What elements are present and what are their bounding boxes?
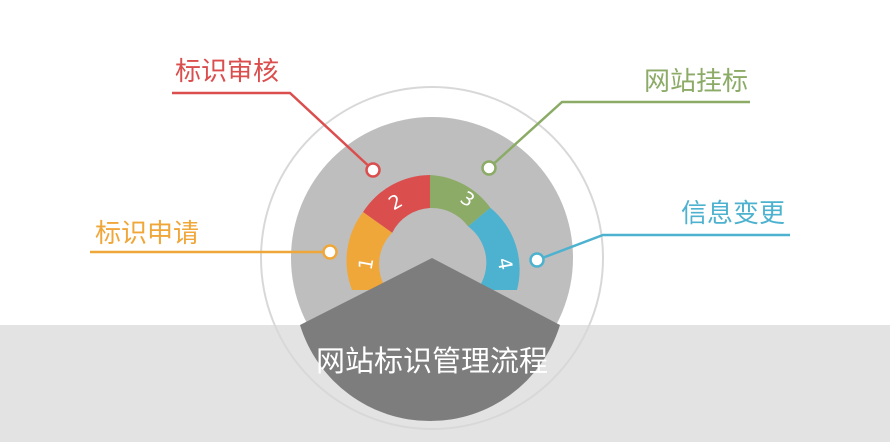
step-4-segment (468, 207, 520, 290)
callout-step-3-line (488, 100, 750, 169)
callout-step-1: 标识申请 (90, 219, 338, 260)
callout-step-3-dot (481, 160, 497, 176)
step-4-number: 4 (493, 256, 517, 272)
callout-step-2-line (172, 91, 374, 171)
center-title: 网站标识管理流程 (316, 344, 548, 378)
callout-step-2-label: 标识审核 (175, 57, 279, 87)
step-2-segment (363, 175, 430, 233)
outer-ring (260, 86, 604, 430)
step-3-segment (430, 175, 491, 227)
callout-step-3-label: 网站挂标 (644, 67, 748, 97)
callout-step-1-dot (322, 244, 338, 260)
callout-step-4-line (536, 233, 790, 262)
center-peak (300, 258, 560, 422)
callout-step-4-label: 信息变更 (681, 199, 785, 229)
step-1-number: 1 (355, 256, 379, 272)
callout-step-4: 信息变更 (529, 199, 790, 268)
callout-step-2-dot (365, 162, 381, 178)
step-1-segment (346, 212, 393, 290)
callout-step-1-label: 标识申请 (95, 219, 199, 249)
callout-step-4-dot (529, 252, 545, 268)
callout-step-2: 标识审核 (172, 57, 381, 178)
callout-step-3: 网站挂标 (481, 67, 750, 176)
